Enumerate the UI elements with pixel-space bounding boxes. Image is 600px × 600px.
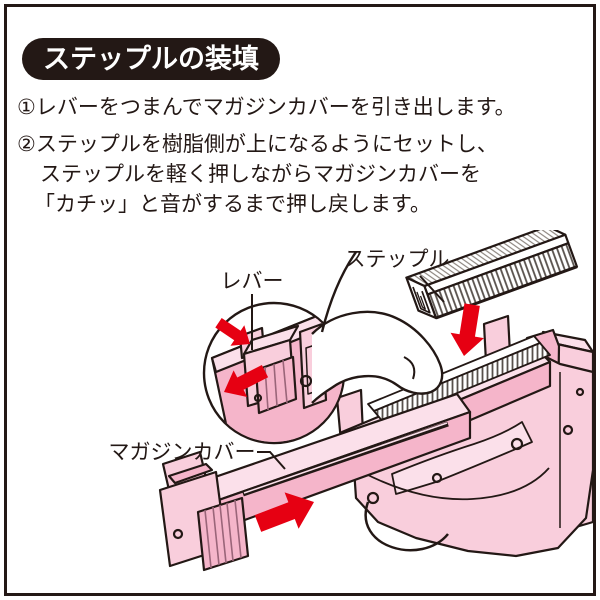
instruction-step-2-line-2: ステップルを軽く押しながらマガジンカバーを (40, 162, 481, 186)
label-magazine-cover: マガジンカバー (109, 440, 256, 464)
label-staple: ステップル (345, 247, 450, 271)
magazine-cover-rail (158, 392, 472, 572)
leader-line-magazine-cover (257, 451, 286, 470)
staple-strip (405, 230, 579, 320)
instruction-step-2-line-3: 「カチッ」と音がするまで押し戻します。 (34, 192, 431, 216)
staple-gun-illustration: レバー ステップル マガジンカバー (109, 230, 595, 572)
instruction-text: ①レバーをつまんでマガジンカバーを引き出します。 ②ステップルを樹脂側が上になる… (17, 92, 585, 219)
section-title: ステップルの装填 (22, 38, 280, 80)
finger (311, 251, 444, 404)
leader-line-staple (419, 275, 445, 303)
instruction-step-1: ①レバーをつまんでマガジンカバーを引き出します。 (17, 95, 516, 119)
callout-labels: レバー ステップル マガジンカバー (109, 247, 450, 470)
label-lever: レバー (221, 269, 284, 293)
instruction-step-2-line-1: ②ステップルを樹脂側が上になるようにセットし、 (17, 132, 498, 156)
